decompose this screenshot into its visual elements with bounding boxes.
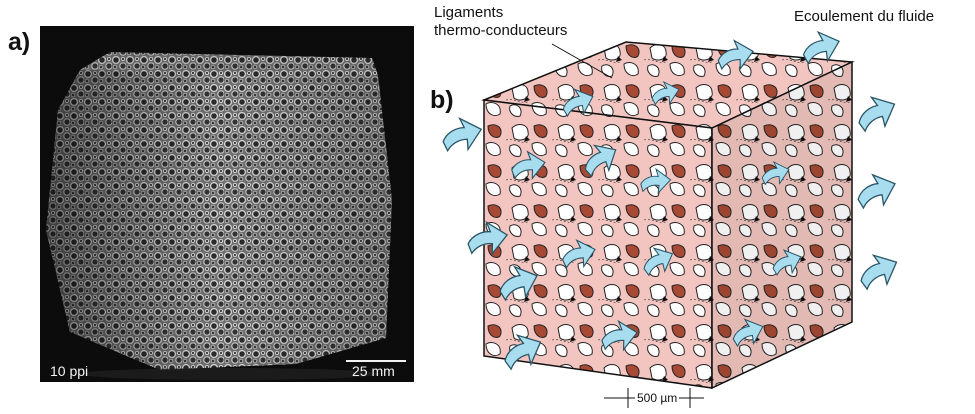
flow-label: Ecoulement du fluide: [794, 8, 935, 25]
ligament-label-line2: thermo-conducteurs: [434, 22, 568, 39]
foam-cube-photo: [46, 52, 392, 380]
panel-a-label: a): [4, 28, 35, 57]
flow-arrow: [852, 247, 904, 295]
flow-arrow: [851, 168, 902, 214]
flow-arrow: [437, 113, 487, 156]
scale-label-a: 25 mm: [352, 363, 395, 379]
ligament-label-line1: Ligaments: [434, 4, 504, 21]
panel-b-label: b): [430, 86, 454, 114]
flow-arrow: [850, 89, 902, 137]
ligament-leader-line: [551, 43, 613, 79]
ligament-label: Ligaments thermo-conducteurs: [434, 4, 567, 40]
cube-side-face: [711, 60, 853, 390]
ppi-label: 10 ppi: [50, 363, 89, 379]
scale-label-b: 500 µm: [635, 391, 680, 405]
scale-bar-a: [346, 360, 406, 362]
panel-a: a) 10 ppi 25 mm: [0, 0, 418, 384]
